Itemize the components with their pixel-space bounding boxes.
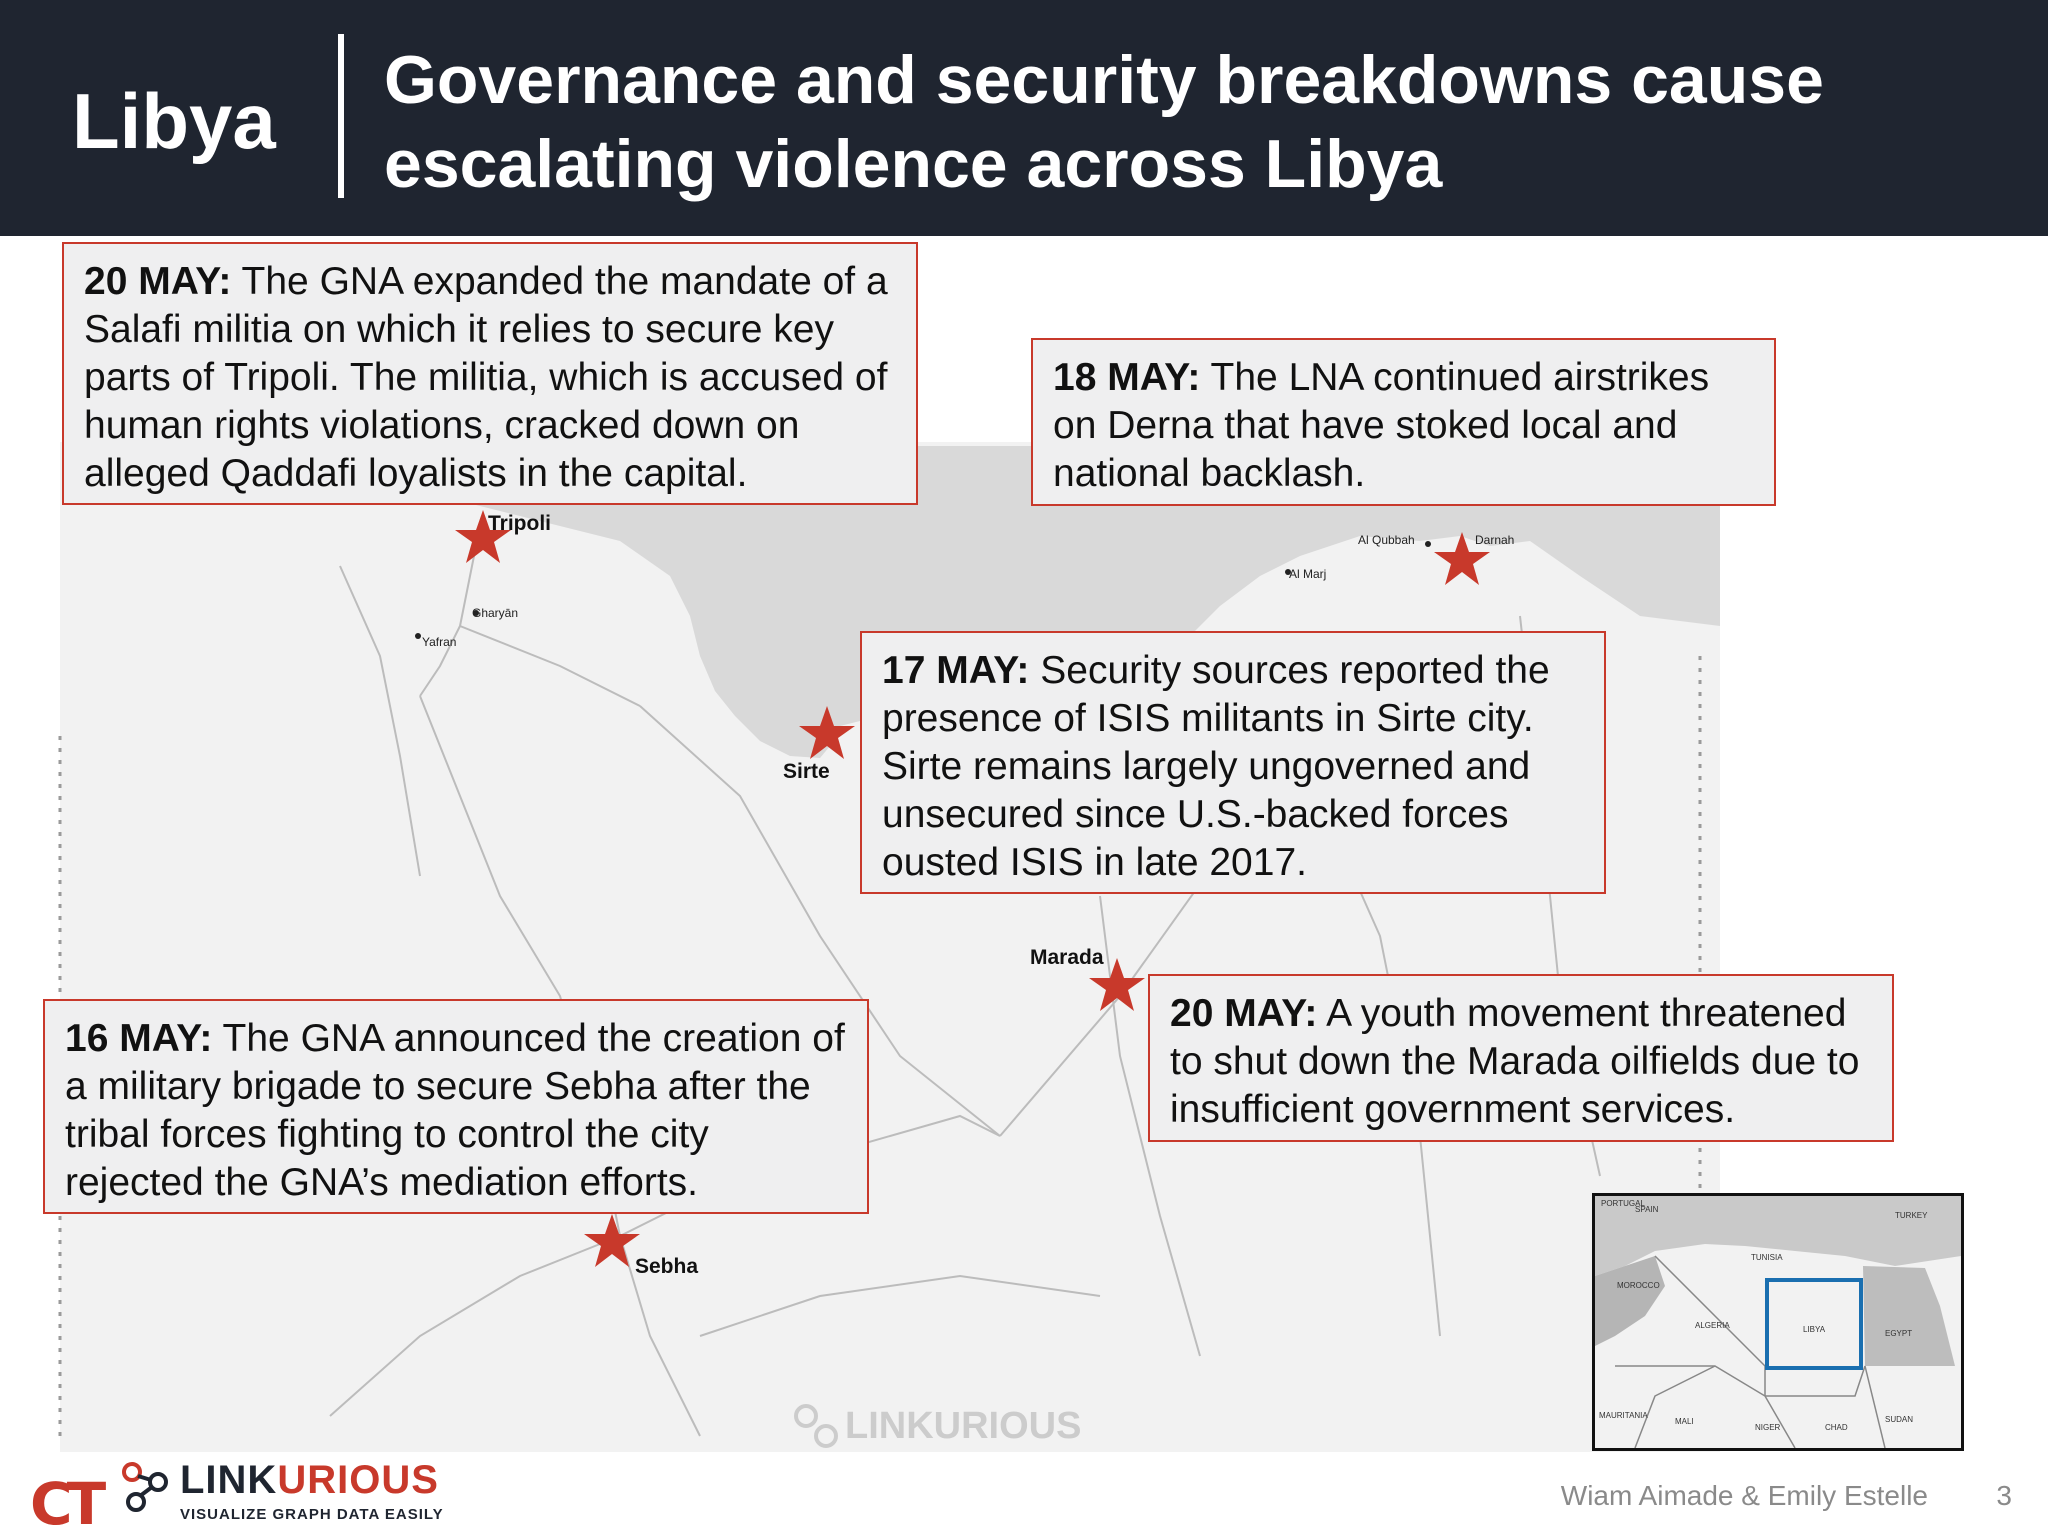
svg-text:LINKURIOUS: LINKURIOUS	[845, 1405, 1081, 1447]
callout-date: 20 MAY:	[1170, 992, 1318, 1035]
mediterranean-sea	[330, 446, 1720, 758]
place-dot	[415, 633, 421, 639]
inset-label-mali: MALI	[1675, 1417, 1694, 1426]
header-divider	[338, 34, 344, 198]
inset-label-niger: NIGER	[1755, 1423, 1781, 1432]
city-label-yafran: Yafran	[422, 635, 457, 649]
linkurious-tagline: VISUALIZE GRAPH DATA EASILY	[180, 1506, 444, 1523]
place-dot	[1285, 569, 1291, 575]
inset-label-portugal: PORTUGAL	[1601, 1199, 1645, 1208]
city-label-gharyan: Gharyān	[472, 606, 519, 620]
inset-country-morocco	[1595, 1256, 1665, 1346]
road	[1099, 895, 1201, 1357]
callout-date: 17 MAY:	[882, 649, 1030, 692]
inset-label-spain: SPAIN	[1635, 1205, 1659, 1214]
header-bar: Libya Governance and security breakdowns…	[0, 0, 2048, 236]
inset-locator-map: SPAIN PORTUGAL TURKEY TUNISIA MOROCCO AL…	[1592, 1193, 1964, 1451]
road	[459, 625, 641, 707]
inset-border	[1864, 1365, 1886, 1448]
inset-label-turkey: TURKEY	[1895, 1211, 1928, 1220]
city-label-marada: Marada	[1030, 946, 1104, 969]
callout-tripoli: 20 MAY: The GNA expanded the mandate of …	[62, 242, 918, 505]
callout-marada: 20 MAY: A youth movement threatened to s…	[1148, 974, 1894, 1142]
callout-date: 20 MAY:	[84, 260, 232, 303]
city-label-al-qubbah: Al Qubbah	[1358, 533, 1415, 547]
callout-sirte: 17 MAY: Security sources reported the pr…	[860, 631, 1606, 894]
inset-label-sudan: SUDAN	[1885, 1415, 1913, 1424]
inset-label-morocco: MOROCCO	[1617, 1281, 1660, 1290]
linkurious-watermark: LINKURIOUS	[794, 1404, 1081, 1448]
inset-border	[1765, 1365, 1866, 1397]
callout-text: The GNA announced the creation of a mili…	[65, 1017, 845, 1204]
city-label-tripoli: Tripoli	[488, 512, 551, 535]
callout-text: A youth movement threatened to shut down…	[1170, 992, 1860, 1131]
road	[619, 1235, 701, 1437]
place-dot	[473, 610, 479, 616]
callout-date: 16 MAY:	[65, 1017, 213, 1060]
city-label-sebha: Sebha	[635, 1255, 699, 1278]
inset-border	[1634, 1365, 1716, 1448]
inset-label-mauritania: MAURITANIA	[1599, 1411, 1648, 1420]
footer-authors: Wiam Aimade & Emily Estelle	[1560, 1480, 1928, 1511]
event-marker-sirte	[799, 706, 855, 759]
event-marker-marada	[1089, 958, 1145, 1011]
road	[329, 1235, 621, 1417]
road	[339, 565, 421, 877]
ct-logo: CT	[30, 1470, 106, 1538]
callout-text: The GNA expanded the mandate of a Salafi…	[84, 260, 888, 495]
city-label-al-marj: Al Marj	[1289, 567, 1327, 581]
linkurious-graph-icon	[122, 1462, 168, 1512]
event-marker-darnah	[1434, 532, 1490, 585]
inset-focus-box	[1765, 1278, 1863, 1370]
callout-sebha: 16 MAY: The GNA announced the creation o…	[43, 999, 869, 1214]
callout-text: The LNA continued airstrikes on Derna th…	[1053, 356, 1710, 495]
page-number: 3	[1996, 1480, 2012, 1511]
city-label-darnah: Darnah	[1475, 533, 1515, 547]
callout-date: 18 MAY:	[1053, 356, 1201, 399]
inset-label-chad: CHAD	[1825, 1423, 1848, 1432]
place-dot	[1425, 541, 1431, 547]
event-marker-sebha	[584, 1214, 640, 1267]
inset-border	[1615, 1365, 1796, 1448]
callout-text: Security sources reported the presence o…	[882, 649, 1550, 884]
callout-derna: 18 MAY: The LNA continued airstrikes on …	[1031, 338, 1776, 506]
inset-label-egypt: EGYPT	[1885, 1329, 1912, 1338]
inset-sea	[1595, 1196, 1961, 1276]
inset-label-libya: LIBYA	[1803, 1325, 1826, 1334]
road	[699, 1274, 1101, 1337]
inset-country-egypt	[1863, 1266, 1955, 1366]
country-title: Libya	[72, 77, 276, 165]
inset-label-tunisia: TUNISIA	[1751, 1253, 1783, 1262]
linkurious-wordmark: LINKURIOUS	[180, 1458, 439, 1502]
slide-title: Governance and security breakdowns cause…	[384, 42, 1824, 202]
road	[639, 705, 1001, 1137]
inset-label-algeria: ALGERIA	[1695, 1321, 1730, 1330]
city-label-sirte: Sirte	[783, 760, 830, 783]
event-marker-tripoli	[455, 510, 511, 563]
